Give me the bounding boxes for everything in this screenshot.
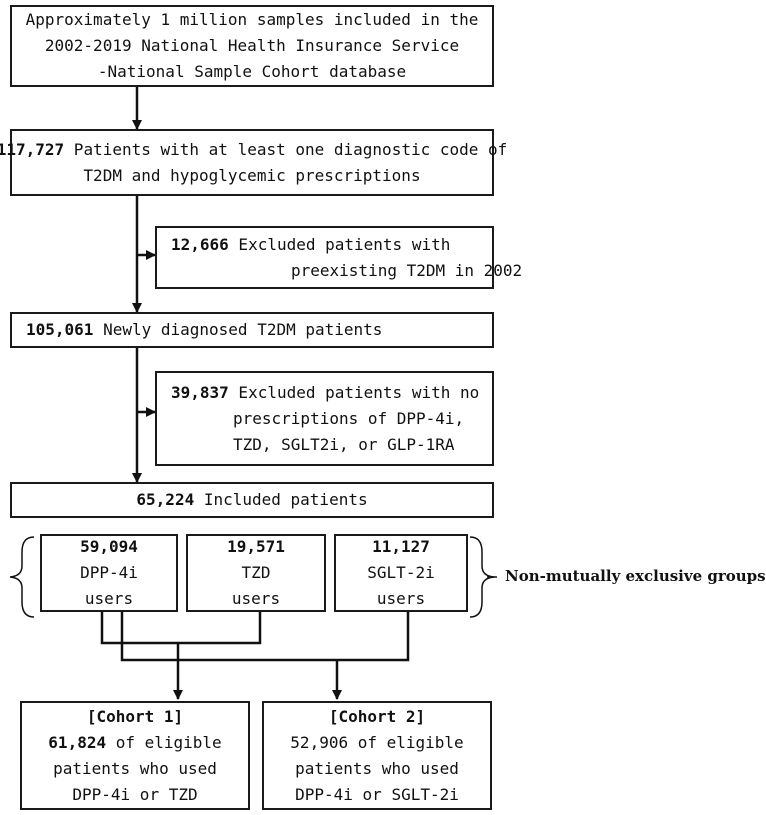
included-box: 65,224 Included patients bbox=[10, 482, 494, 518]
excl2-line-1: 39,837 Excluded patients with no bbox=[171, 380, 479, 406]
sglt-box: 11,127 SGLT-2i users bbox=[334, 534, 468, 612]
sglt-count: 11,127 bbox=[372, 537, 430, 556]
dpp-line-3: users bbox=[84, 589, 134, 608]
newdx-line-1: 105,061 Newly diagnosed T2DM patients bbox=[26, 317, 382, 343]
cohort2-header: [Cohort 2] bbox=[328, 706, 426, 726]
source-line-2: 2002-2019 National Health Insurance Serv… bbox=[44, 36, 460, 55]
dpp-count: 59,094 bbox=[80, 537, 138, 556]
excl1-line-1: 12,666 Excluded patients with bbox=[171, 232, 450, 258]
excl1-count: 12,666 bbox=[171, 234, 229, 254]
included-count: 65,224 bbox=[136, 490, 195, 509]
sglt-line-2: SGLT-2i bbox=[367, 563, 435, 582]
source-line-1: Approximately 1 million samples included… bbox=[25, 10, 479, 29]
included-line-1: 65,224 Included patients bbox=[136, 487, 367, 513]
cohort1-header: [Cohort 1] bbox=[86, 706, 184, 726]
excl1-line-1-rest: Excluded patients with bbox=[228, 234, 451, 254]
cohort2-line-1: 52,906 of eligible bbox=[290, 732, 464, 752]
connector-lines bbox=[9, 87, 497, 700]
side-label: Non-mutually exclusive groups bbox=[505, 567, 766, 585]
t2dm-count: 117,727 bbox=[0, 139, 65, 159]
source-line-3: -National Sample Cohort database bbox=[97, 62, 407, 81]
excl2-line-2: prescriptions of DPP-4i, bbox=[233, 408, 465, 428]
excl2-box: 39,837 Excluded patients with no prescri… bbox=[155, 371, 494, 466]
cohort2-line-2: patients who used bbox=[295, 758, 459, 778]
connector-dpp-sglt bbox=[120, 612, 410, 662]
tzd-line-3: users bbox=[231, 589, 281, 608]
t2dm-line-1: 117,727 Patients with at least one diagn… bbox=[0, 137, 507, 163]
excl2-line-3: TZD, SGLT2i, or GLP-1RA bbox=[233, 434, 455, 454]
dpp-box: 59,094 DPP-4i users bbox=[40, 534, 178, 612]
t2dm-box: 117,727 Patients with at least one diagn… bbox=[0, 129, 507, 196]
included-line-1-rest: Included patients bbox=[194, 490, 368, 509]
newdx-count: 105,061 bbox=[26, 320, 94, 339]
source-box: Approximately 1 million samples included… bbox=[10, 5, 494, 87]
connector-dpp-tzd bbox=[100, 612, 262, 645]
cohort1-count: 61,824 bbox=[48, 732, 107, 752]
tzd-line-2: TZD bbox=[241, 563, 271, 582]
cohort1-line-2: patients who used bbox=[53, 758, 217, 778]
newdx-line-1-rest: Newly diagnosed T2DM patients bbox=[93, 320, 383, 339]
excl1-box: 12,666 Excluded patients with preexistin… bbox=[155, 226, 522, 289]
cohort2-box: [Cohort 2] 52,906 of eligible patients w… bbox=[262, 701, 492, 810]
brace-left bbox=[9, 536, 35, 618]
t2dm-line-2: T2DM and hypoglycemic prescriptions bbox=[83, 165, 421, 185]
tzd-box: 19,571 TZD users bbox=[186, 534, 326, 612]
excl2-count: 39,837 bbox=[171, 382, 229, 402]
cohort2-line-3: DPP-4i or SGLT-2i bbox=[295, 784, 459, 804]
cohort1-box: [Cohort 1] 61,824 of eligible patients w… bbox=[20, 701, 250, 810]
cohort1-line-1-rest: of eligible bbox=[106, 732, 222, 752]
dpp-line-2: DPP-4i bbox=[80, 563, 138, 582]
t2dm-line-1-rest: Patients with at least one diagnostic co… bbox=[64, 139, 508, 159]
newdx-box: 105,061 Newly diagnosed T2DM patients bbox=[10, 312, 494, 348]
excl2-line-1-rest: Excluded patients with no bbox=[228, 382, 480, 402]
cohort1-line-1: 61,824 of eligible bbox=[48, 730, 221, 756]
excl1-line-2: preexisting T2DM in 2002 bbox=[291, 260, 523, 280]
tzd-count: 19,571 bbox=[227, 537, 285, 556]
cohort1-line-3: DPP-4i or TZD bbox=[72, 784, 198, 804]
sglt-line-3: users bbox=[376, 589, 426, 608]
